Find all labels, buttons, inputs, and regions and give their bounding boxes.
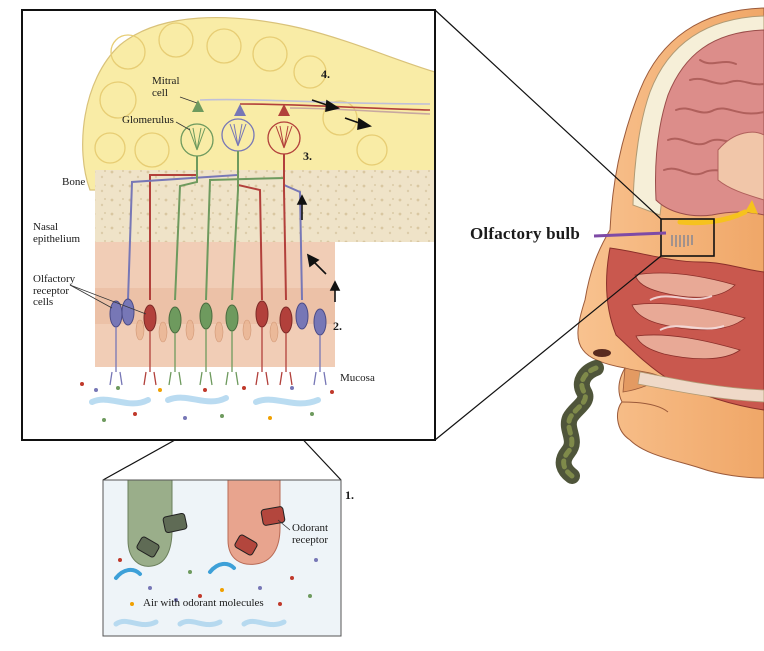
label-mitral-cell: Mitral cell	[152, 76, 180, 99]
label-olfactory-receptor-cells: Olfactory receptor cells	[33, 274, 75, 309]
label-step-1: 1.	[345, 489, 354, 502]
label-step-3: 3.	[303, 150, 312, 163]
label-air-with-odorant-molecules: Air with odorant molecules	[143, 598, 264, 610]
label-mucosa: Mucosa	[340, 373, 375, 385]
label-nasal-epithelium: Nasal epithelium	[33, 222, 80, 245]
label-step-2: 2.	[333, 320, 342, 333]
smoke-plume	[564, 368, 596, 476]
label-bone: Bone	[62, 177, 85, 189]
label-glomerulus: Glomerulus	[122, 115, 174, 127]
label-olfactory-bulb: Olfactory bulb	[470, 225, 580, 243]
head-cross-section	[564, 8, 764, 478]
label-odorant-receptor: Odorant receptor	[292, 523, 328, 546]
label-step-4: 4.	[321, 68, 330, 81]
receptor-zoom-panel	[103, 480, 341, 636]
